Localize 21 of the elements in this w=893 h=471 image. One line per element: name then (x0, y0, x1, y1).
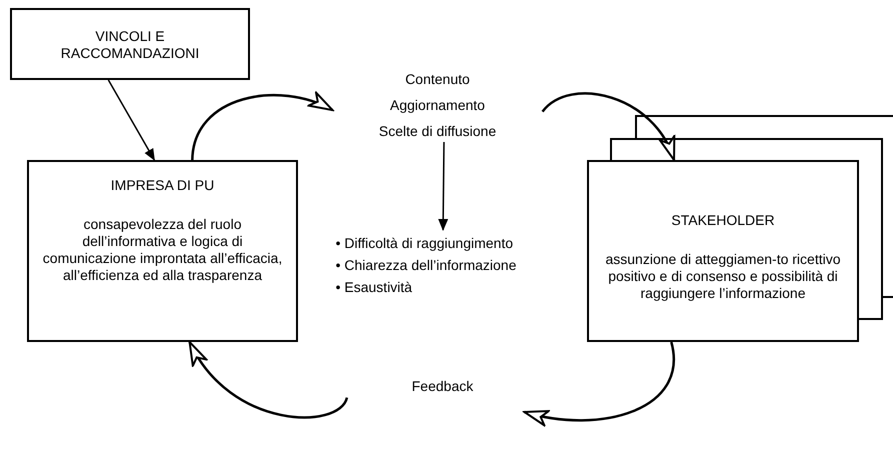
list-item: • Chiarezza dell’informazione (336, 256, 516, 275)
arrow (108, 80, 156, 161)
process-box (10, 8, 250, 80)
list-item: • Esaustività (336, 278, 414, 297)
box-heading: STAKEHOLDER (671, 212, 775, 229)
curved-arrow (188, 341, 348, 418)
node-text: Contenuto (405, 70, 470, 89)
process-box (587, 160, 859, 342)
list-item: • Difficoltà di raggiungimento (336, 234, 514, 253)
curved-arrow (523, 342, 675, 426)
box-heading: VINCOLI E RACCOMANDAZIONI (60, 28, 200, 62)
process-box (27, 160, 298, 342)
node-text: Aggiornamento (390, 96, 485, 115)
arrow (438, 142, 448, 231)
box-heading: IMPRESA DI PU (110, 177, 214, 194)
node-text: assunzione di atteggiamen-to ricettivo positivo e di consenso e possibilità di raggiungere l’informazione (604, 251, 842, 302)
curved-arrow (542, 92, 676, 161)
curved-arrow (191, 92, 334, 160)
node-text: Feedback (412, 377, 474, 396)
node-text: Scelte di diffusione (378, 122, 496, 141)
node-text: consapevolezza del ruolo dell’informativa e logica di comunicazione improntata all’efficacia, all’efficienza ed alla trasparenza (42, 216, 284, 284)
